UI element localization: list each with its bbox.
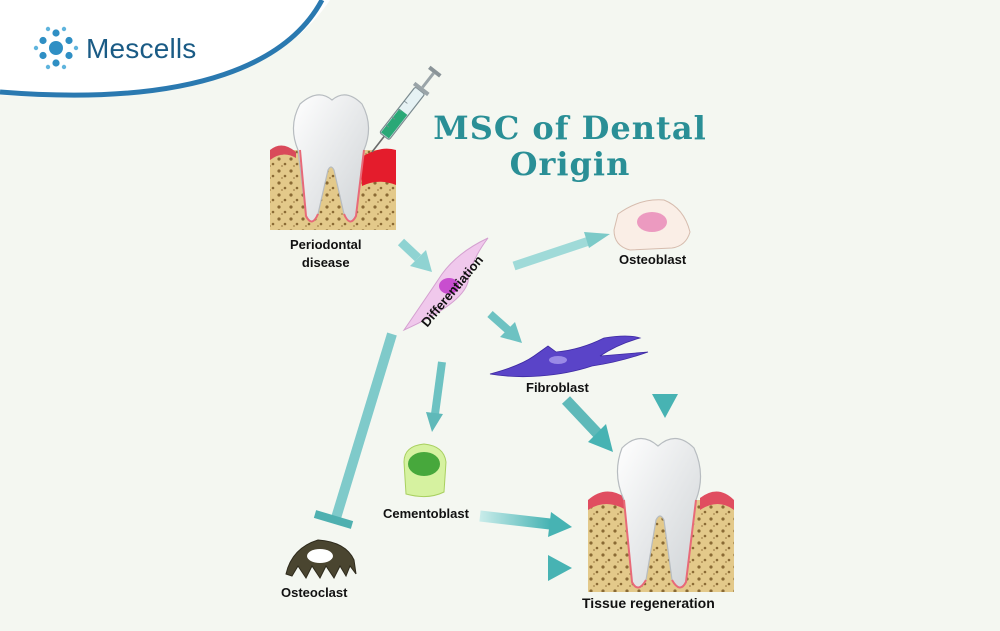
diagram-title: MSC of Dental Origin [400,110,740,182]
arrow-to-fibroblast [487,311,522,343]
arrow-to-cementoblast [426,361,446,432]
arrow-to-osteoblast [512,232,610,271]
brand-name: Mescells [86,33,197,64]
inhibition-to-osteoclast [313,332,397,529]
diseased-tooth-illustration [270,94,396,230]
arrows [313,232,678,581]
label-tissue-regeneration: Tissue regeneration [582,595,715,611]
syringe-icon [371,65,442,153]
label-periodontal-line-2: disease [301,255,350,270]
header-arc [0,0,330,98]
arrow-cementoblast-to-tissue [479,510,572,537]
label-cementoblast: Cementoblast [383,506,469,521]
osteoblast-illustration [613,199,691,251]
label-osteoclast: Osteoclast [281,585,348,600]
cell-cluster-icon [33,26,79,70]
label-osteoblast: Osteoblast [619,252,687,267]
arrow-fibroblast-to-tissue [561,396,613,452]
arrow-osteoclast-to-tissue [362,555,572,581]
label-periodontal-line-1: Periodontal [290,237,362,252]
label-fibroblast: Fibroblast [526,380,589,395]
osteoclast-illustration [285,539,357,579]
title-line-2: Origin [509,145,631,183]
arrow-osteoblast-to-tissue [652,285,678,418]
label-periodontal-disease: Periodontal disease [290,236,362,272]
arrow-periodontal-to-stemcell [397,238,432,272]
cementoblast-illustration [403,443,447,498]
title-line-1: MSC of Dental [433,109,707,147]
stem-cell-illustration [402,237,489,332]
healthy-tooth-illustration [588,437,734,592]
fibroblast-illustration [489,335,649,378]
